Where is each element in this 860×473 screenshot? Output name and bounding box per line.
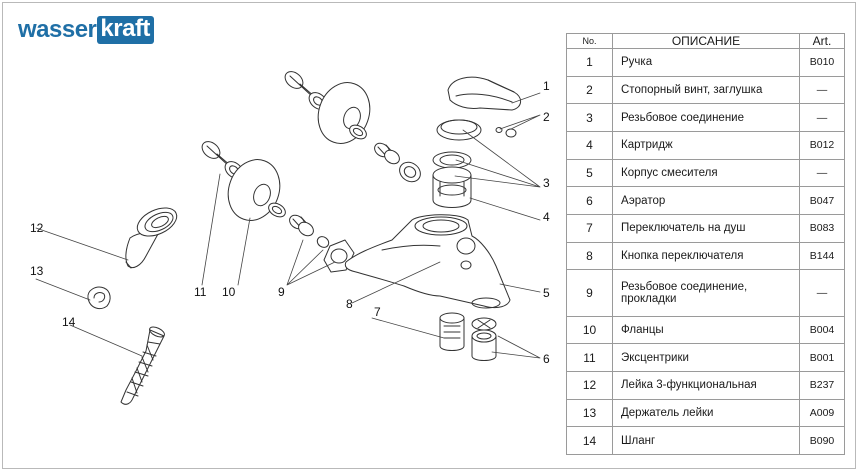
- parts-table-header: No. ОПИСАНИЕ Art.: [566, 33, 845, 49]
- callout-1: 1: [543, 79, 550, 93]
- diverter-part: [439, 312, 465, 351]
- row-description: Переключатель на душ: [612, 214, 800, 243]
- row-description: Аэратор: [612, 186, 800, 216]
- row-description: Фланцы: [612, 315, 800, 345]
- row-number: 1: [566, 48, 613, 77]
- callout-6: 6: [543, 352, 550, 366]
- row-description: Кнопка переключателя: [612, 241, 800, 271]
- table-row: 2 Стопорный винт, заглушка —: [566, 75, 845, 105]
- row-description: Резьбовое соединение, прокладки: [612, 269, 800, 317]
- handle-part: [447, 76, 521, 111]
- row-description: Эксцентрики: [612, 343, 800, 372]
- row-number: 14: [566, 426, 613, 455]
- table-row: 5 Корпус смесителя —: [566, 158, 845, 188]
- cartridge-part: [432, 119, 482, 208]
- callout-labels: 1 2 3 4 5 6 7 8 9 10 11 12 13 14: [30, 79, 550, 366]
- row-number: 13: [566, 398, 613, 428]
- row-description: Ручка: [612, 48, 800, 77]
- stop-screw-part: [495, 127, 517, 138]
- row-description: Держатель лейки: [612, 398, 800, 428]
- header-description: ОПИСАНИЕ: [612, 33, 800, 49]
- row-article: B144: [799, 241, 845, 271]
- row-number: 11: [566, 343, 613, 372]
- table-row: 13 Держатель лейки A009: [566, 398, 845, 428]
- table-row: 12 Лейка 3-функциональная B237: [566, 370, 845, 400]
- table-row: 1 Ручка B010: [566, 48, 845, 77]
- row-article: B012: [799, 131, 845, 160]
- row-article: —: [799, 158, 845, 188]
- row-number: 9: [566, 269, 613, 317]
- callout-11: 11: [194, 285, 207, 299]
- callout-13: 13: [30, 264, 44, 278]
- aerator-part: [471, 317, 497, 361]
- table-row: 10 Фланцы B004: [566, 315, 845, 345]
- table-row: 8 Кнопка переключателя B144: [566, 241, 845, 271]
- callout-5: 5: [543, 286, 550, 300]
- row-article: A009: [799, 398, 845, 428]
- leader-lines: [35, 92, 541, 359]
- row-description: Лейка 3-функциональная: [612, 370, 800, 400]
- brand-logo-part1: wasser: [18, 16, 97, 43]
- row-article: —: [799, 269, 845, 317]
- row-description: Корпус смесителя: [612, 158, 800, 188]
- shower-head-part: [125, 207, 178, 269]
- table-row: 6 Аэратор B047: [566, 186, 845, 216]
- table-row: 14 Шланг B090: [566, 426, 845, 455]
- row-article: —: [799, 75, 845, 105]
- table-row: 11 Эксцентрики B001: [566, 343, 845, 372]
- mixer-body-part: [344, 214, 511, 309]
- row-number: 2: [566, 75, 613, 105]
- row-article: B237: [799, 370, 845, 400]
- brand-logo-part2: kraft: [97, 16, 154, 44]
- row-description: Шланг: [612, 426, 800, 455]
- row-number: 8: [566, 241, 613, 271]
- row-article: B047: [799, 186, 845, 216]
- row-number: 10: [566, 315, 613, 345]
- parts-table: No. ОПИСАНИЕ Art. 1 Ручка B010 2 Стопорн…: [566, 33, 845, 455]
- row-number: 6: [566, 186, 613, 216]
- shower-holder-part: [87, 286, 111, 310]
- row-article: —: [799, 103, 845, 133]
- callout-10: 10: [222, 285, 236, 299]
- row-description: Резьбовое соединение: [612, 103, 800, 133]
- callout-4: 4: [543, 210, 550, 224]
- row-description: Картридж: [612, 131, 800, 160]
- callout-12: 12: [30, 221, 44, 235]
- callout-7: 7: [374, 305, 381, 319]
- callout-9: 9: [278, 285, 285, 299]
- row-article: B090: [799, 426, 845, 455]
- flange-lower-part: [227, 159, 286, 221]
- row-article: B083: [799, 214, 845, 243]
- shower-hose-part: [120, 326, 165, 405]
- row-number: 3: [566, 103, 613, 133]
- header-article: Art.: [799, 33, 845, 49]
- callout-8: 8: [346, 297, 353, 311]
- row-number: 7: [566, 214, 613, 243]
- row-article: B004: [799, 315, 845, 345]
- row-number: 12: [566, 370, 613, 400]
- callout-14: 14: [62, 315, 76, 329]
- header-no: No.: [566, 33, 613, 49]
- connection-lower-part: [289, 214, 355, 273]
- callout-3: 3: [543, 176, 550, 190]
- table-row: 9 Резьбовое соединение, прокладки —: [566, 269, 845, 317]
- table-row: 4 Картридж B012: [566, 131, 845, 160]
- row-article: B010: [799, 48, 845, 77]
- connection-upper-part: [374, 142, 421, 183]
- table-row: 7 Переключатель на душ B083: [566, 214, 845, 243]
- row-number: 5: [566, 158, 613, 188]
- row-number: 4: [566, 131, 613, 160]
- row-article: B001: [799, 343, 845, 372]
- table-row: 3 Резьбовое соединение —: [566, 103, 845, 133]
- exploded-view-drawing: 1 2 3 4 5 6 7 8 9 10 11 12 13 14: [30, 71, 550, 405]
- row-description: Стопорный винт, заглушка: [612, 75, 800, 105]
- flange-upper-part: [317, 82, 371, 144]
- callout-2: 2: [543, 110, 550, 124]
- switch-button-part: [456, 237, 476, 270]
